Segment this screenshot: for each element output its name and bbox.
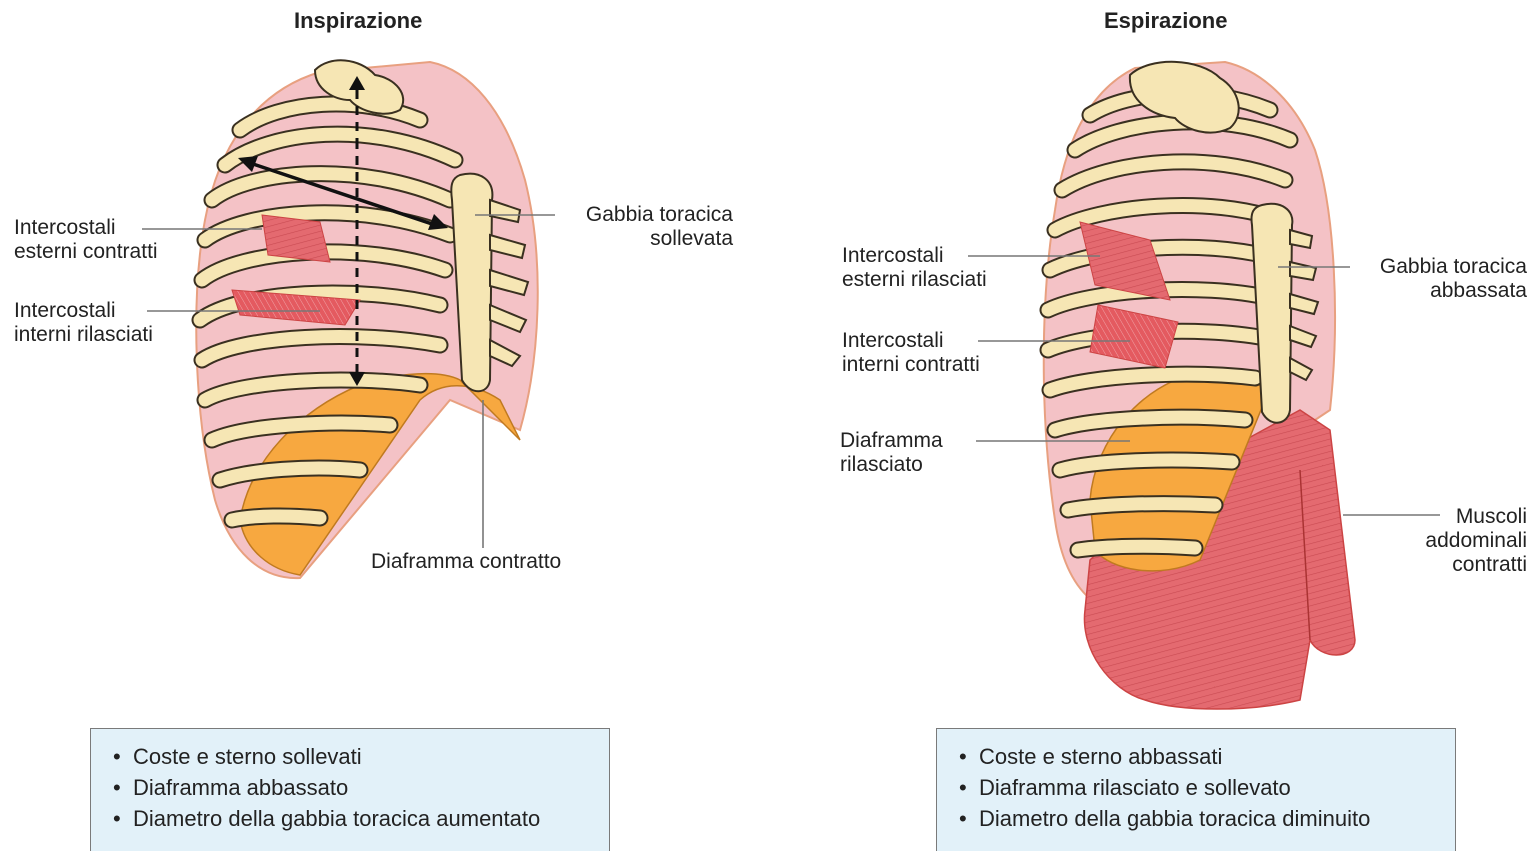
inspiration-summary-box: Coste e sterno sollevati Diaframma abbas…	[90, 728, 610, 851]
expiration-ribcage	[968, 62, 1440, 709]
inspiration-ext-intercostals-label: Intercostali esterni contratti	[14, 216, 158, 264]
expiration-point: Diametro della gabbia toracica diminuito	[959, 803, 1455, 834]
expiration-ribcage-label: Gabbia toracica abbassata	[1350, 255, 1527, 303]
inspiration-point: Coste e sterno sollevati	[113, 741, 609, 772]
inspiration-point: Diaframma abbassato	[113, 772, 609, 803]
expiration-ext-intercostals-label: Intercostali esterni rilasciati	[842, 244, 987, 292]
inspiration-int-intercostals-label: Intercostali interni rilasciati	[14, 299, 153, 347]
expiration-point: Diaframma rilasciato e sollevato	[959, 772, 1455, 803]
expiration-abdominals-label: Muscoli addominali contratti	[1400, 505, 1527, 577]
inspiration-point: Diametro della gabbia toracica aumentato	[113, 803, 609, 834]
expiration-summary-box: Coste e sterno abbassati Diaframma rilas…	[936, 728, 1456, 851]
expiration-diaphragm-label: Diaframma rilasciato	[840, 429, 943, 477]
inspiration-ext-intercostal	[262, 215, 330, 262]
inspiration-diaphragm-label: Diaframma contratto	[371, 550, 561, 574]
inspiration-ribcage	[142, 60, 555, 578]
expiration-int-intercostals-label: Intercostali interni contratti	[842, 329, 980, 377]
expiration-point: Coste e sterno abbassati	[959, 741, 1455, 772]
inspiration-ribcage-label: Gabbia toracica sollevata	[560, 203, 733, 251]
